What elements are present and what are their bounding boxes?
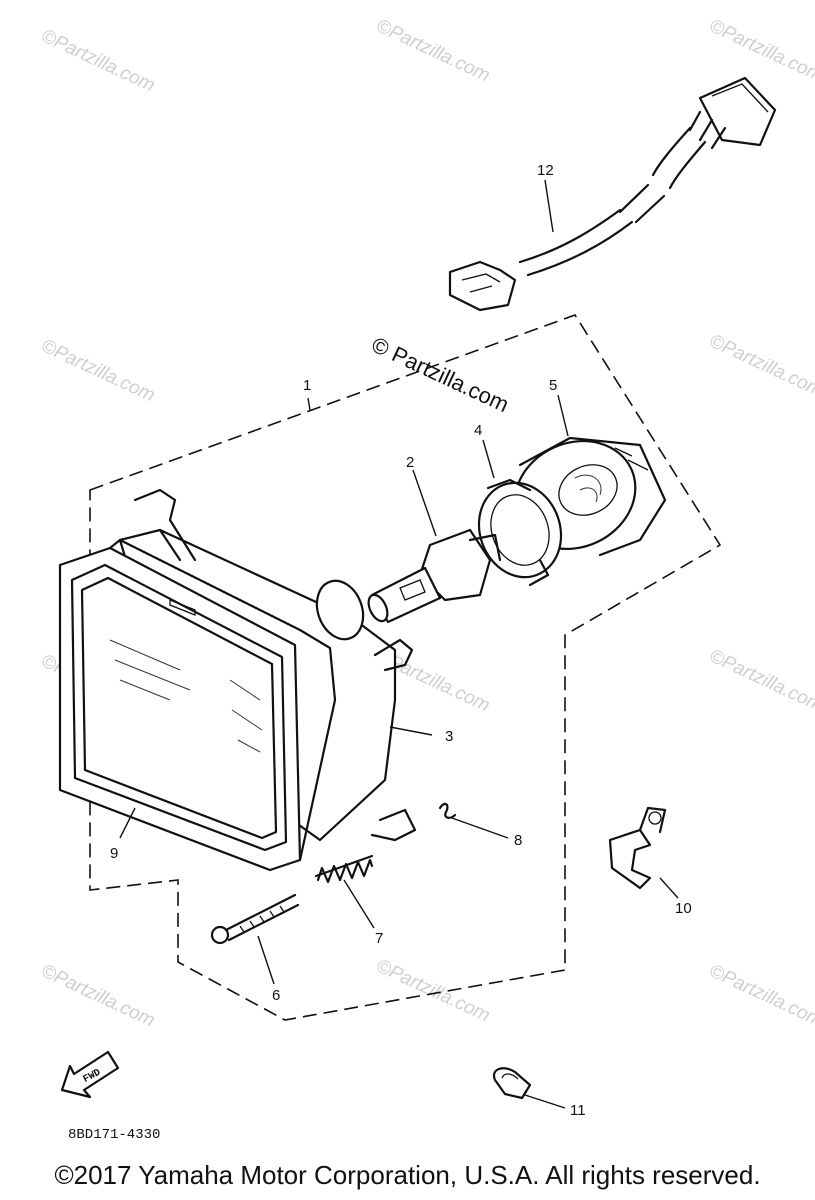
- label-5: 5: [549, 377, 557, 394]
- label-7: 7: [375, 930, 383, 947]
- watermark: ©Partzilla.com: [373, 955, 493, 1026]
- label-11: 11: [570, 1102, 586, 1119]
- part-12-wire-harness: [448, 76, 777, 312]
- drawing-code: 8BD171-4330: [68, 1127, 160, 1143]
- label-1: 1: [303, 377, 311, 394]
- watermark: ©Partzilla.com: [38, 960, 158, 1031]
- assembly-outline: [89, 314, 722, 1021]
- watermark: ©Partzilla.com: [706, 15, 815, 86]
- label-9: 9: [110, 845, 118, 862]
- fwd-direction-arrow: FWD: [60, 1050, 120, 1099]
- label-4: 4: [474, 422, 482, 439]
- watermark: ©Partzilla.com: [706, 645, 815, 716]
- part-6-adjusting-screw: [210, 893, 300, 945]
- part-11-small-clamp: [492, 1067, 532, 1100]
- part-labels: 12 1 2 4 5 3 8 9 10 7 6 11: [110, 162, 692, 1119]
- leader-lines: [119, 179, 679, 1109]
- label-6: 6: [272, 987, 280, 1004]
- watermarks: ©Partzilla.com ©Partzilla.com ©Partzilla…: [38, 15, 815, 1031]
- label-2: 2: [406, 454, 414, 471]
- part-9-headlight-rim-lens: [58, 538, 337, 872]
- watermark: ©Partzilla.com: [38, 25, 158, 96]
- watermark: ©Partzilla.com: [706, 330, 815, 401]
- part-7-spring: [314, 854, 374, 884]
- label-8: 8: [514, 832, 522, 849]
- part-8-spring-clip: [438, 802, 457, 819]
- watermark: ©Partzilla.com: [706, 960, 815, 1031]
- label-12: 12: [537, 162, 554, 179]
- label-3: 3: [445, 728, 453, 745]
- part-10-clamp: [608, 806, 667, 890]
- part-2-halogen-bulb: [367, 528, 502, 624]
- label-10: 10: [675, 900, 692, 917]
- watermark: ©Partzilla.com: [38, 335, 158, 406]
- watermark: ©Partzilla.com: [373, 15, 493, 86]
- copyright-notice: ©2017 Yamaha Motor Corporation, U.S.A. A…: [54, 1160, 761, 1190]
